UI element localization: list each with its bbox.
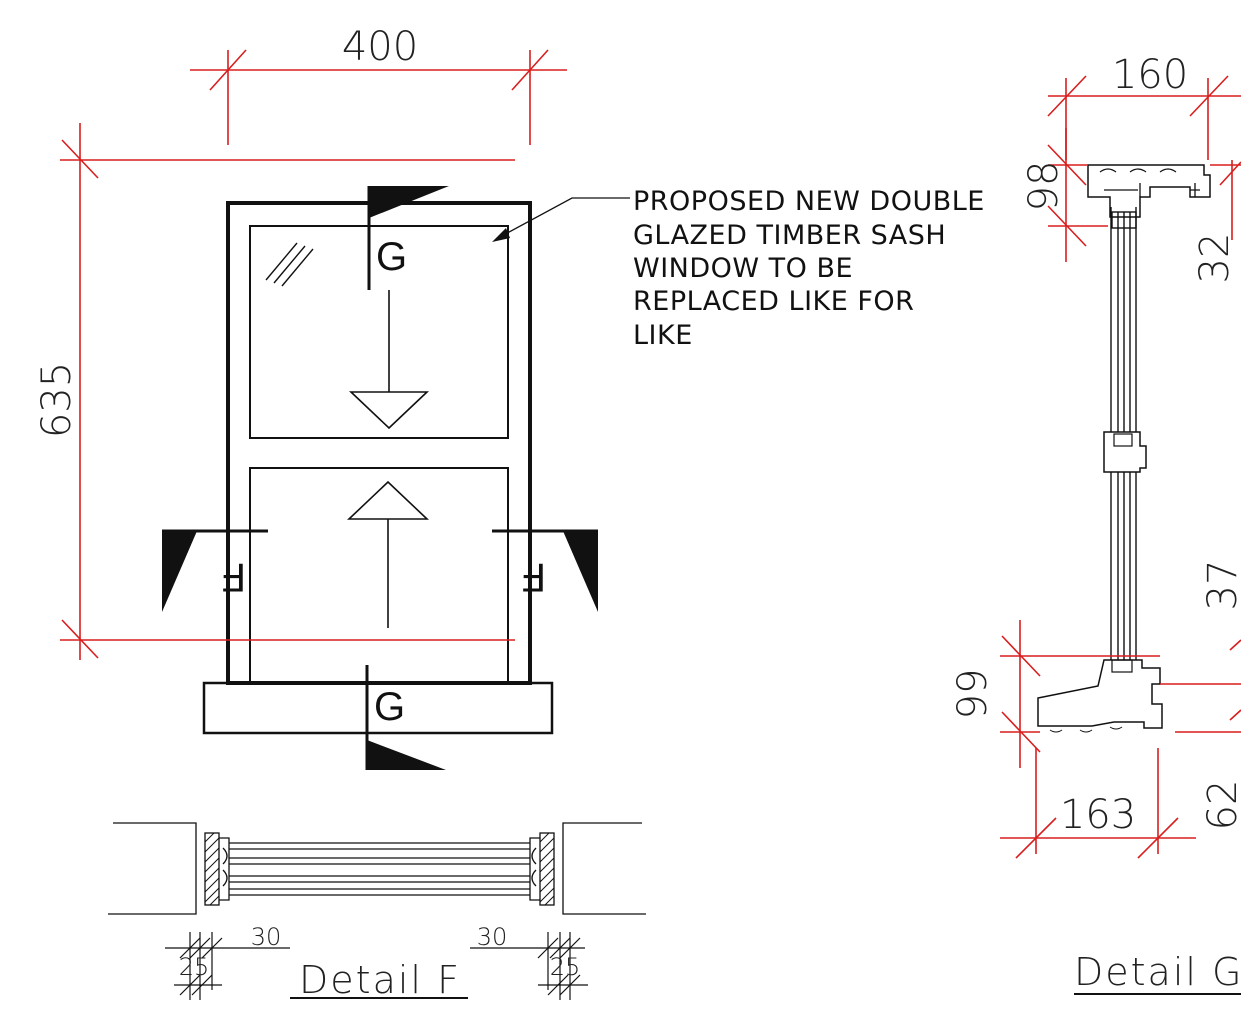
dimension-width <box>190 49 567 145</box>
specification-note: PROPOSED NEW DOUBLE GLAZED TIMBER SASH W… <box>492 186 985 351</box>
detail-f-dim-right-inner: 30 <box>477 923 508 951</box>
window-sill <box>202 681 554 735</box>
upper-sash <box>249 225 509 439</box>
section-marker-f-left: F <box>162 529 268 612</box>
detail-g-dim-head: 98 <box>1021 161 1067 212</box>
section-marker-g-top: G <box>367 186 449 290</box>
detail-f-dim-right-outer: 25 <box>550 953 581 981</box>
note-line-3: WINDOW TO BE <box>633 253 853 284</box>
detail-f-dim-left-inner: 30 <box>251 923 282 951</box>
section-label-g-top: G <box>376 235 407 279</box>
sash-down-arrow-icon <box>348 290 430 430</box>
section-label-f-left: F <box>222 555 246 599</box>
window-elevation: G G F F 400 <box>34 24 598 770</box>
leader-arrow-icon <box>492 228 510 242</box>
section-marker-g-bottom: G <box>365 665 446 770</box>
detail-f-dim-left-outer: 25 <box>179 953 210 981</box>
dimension-height <box>60 123 515 660</box>
detail-g-title: Detail G <box>1074 950 1241 994</box>
note-line-4: REPLACED LIKE FOR <box>633 286 914 317</box>
section-label-f-right: F <box>522 555 546 599</box>
detail-g-dim-right-mid: 37 <box>1200 560 1241 611</box>
note-line-2: GLAZED TIMBER SASH <box>633 220 946 251</box>
detail-g-dim-sill-width: 163 <box>1060 792 1136 838</box>
glass-hatch-icon <box>265 242 314 287</box>
dimension-height-label: 635 <box>34 362 80 438</box>
detail-g-dim-right-bottom: 62 <box>1200 780 1241 831</box>
dimension-width-label: 400 <box>342 24 418 70</box>
note-line-5: LIKE <box>633 320 693 351</box>
detail-g-dim-right-top: 32 <box>1192 233 1238 284</box>
detail-g-dim-top-width: 160 <box>1112 52 1188 98</box>
detail-f-title: Detail F <box>299 958 461 1002</box>
detail-f-plan-section: 30 25 30 25 Detail F <box>108 822 646 1002</box>
sash-up-arrow-icon <box>346 480 430 628</box>
section-marker-f-right: F <box>492 529 598 612</box>
section-label-g-bottom: G <box>374 685 405 729</box>
note-line-1: PROPOSED NEW DOUBLE <box>633 186 985 217</box>
detail-g-vertical-section: 160 98 32 37 99 163 62 Detail G <box>950 52 1241 995</box>
detail-g-dim-sill-height: 99 <box>950 669 996 720</box>
